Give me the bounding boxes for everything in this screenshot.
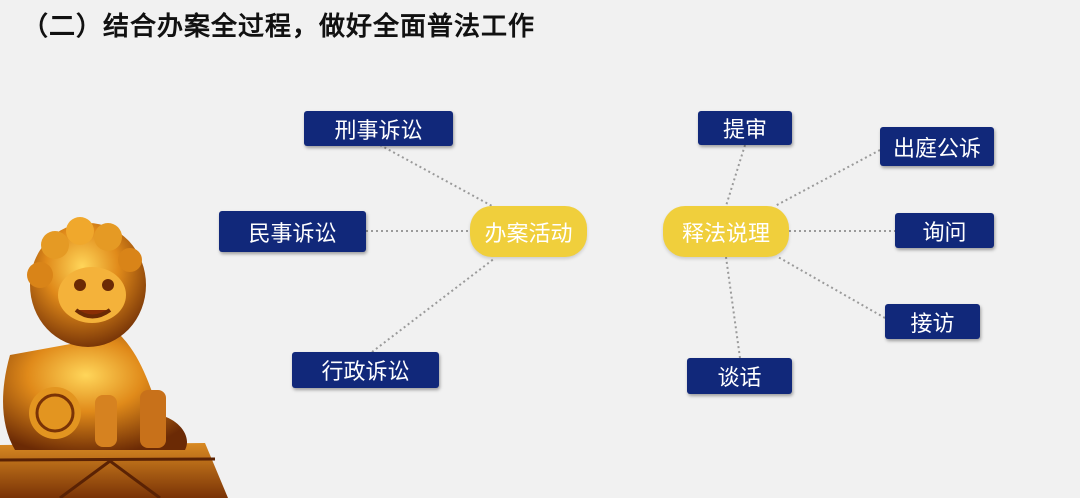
box-minshi-susong: 民事诉讼 <box>219 211 366 252</box>
box-jiefang: 接访 <box>885 304 980 339</box>
box-tanhua: 谈话 <box>687 358 792 394</box>
connector-xingzheng <box>371 257 496 353</box>
hub-banan-huodong: 办案活动 <box>470 206 587 257</box>
box-xunwen: 询问 <box>895 213 994 248</box>
connector-tanhua <box>725 256 741 359</box>
box-chuting-gongsu: 出庭公诉 <box>880 127 994 166</box>
box-xingshi-susong: 刑事诉讼 <box>304 111 453 146</box>
connector-jiefang <box>777 256 886 319</box>
stone-lion-icon <box>0 217 228 498</box>
connector-xingshi <box>379 144 493 207</box>
box-tishen: 提审 <box>698 111 792 145</box>
hub-shifa-shuoli: 释法说理 <box>663 206 789 257</box>
slide-title: （二）结合办案全过程，做好全面普法工作 <box>22 12 536 42</box>
connector-chuting <box>774 149 881 207</box>
box-xingzheng-susong: 行政诉讼 <box>292 352 439 388</box>
connector-tishen <box>725 144 746 207</box>
